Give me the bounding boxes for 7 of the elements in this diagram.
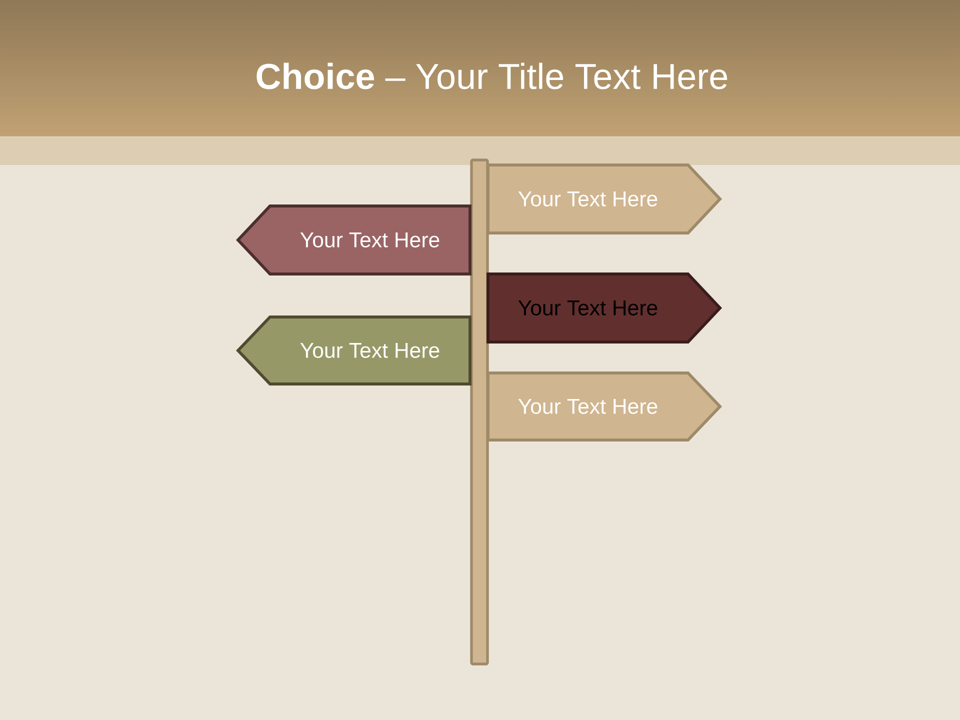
direction-sign: Your Text Here: [236, 316, 472, 386]
signpost-pole: [470, 158, 489, 666]
direction-sign: Your Text Here: [486, 164, 722, 234]
direction-sign: Your Text Here: [486, 272, 722, 344]
title: Choice – Your Title Text Here: [256, 62, 728, 90]
direction-sign: Your Text Here: [486, 372, 722, 442]
direction-sign: Your Text Here: [236, 204, 472, 276]
